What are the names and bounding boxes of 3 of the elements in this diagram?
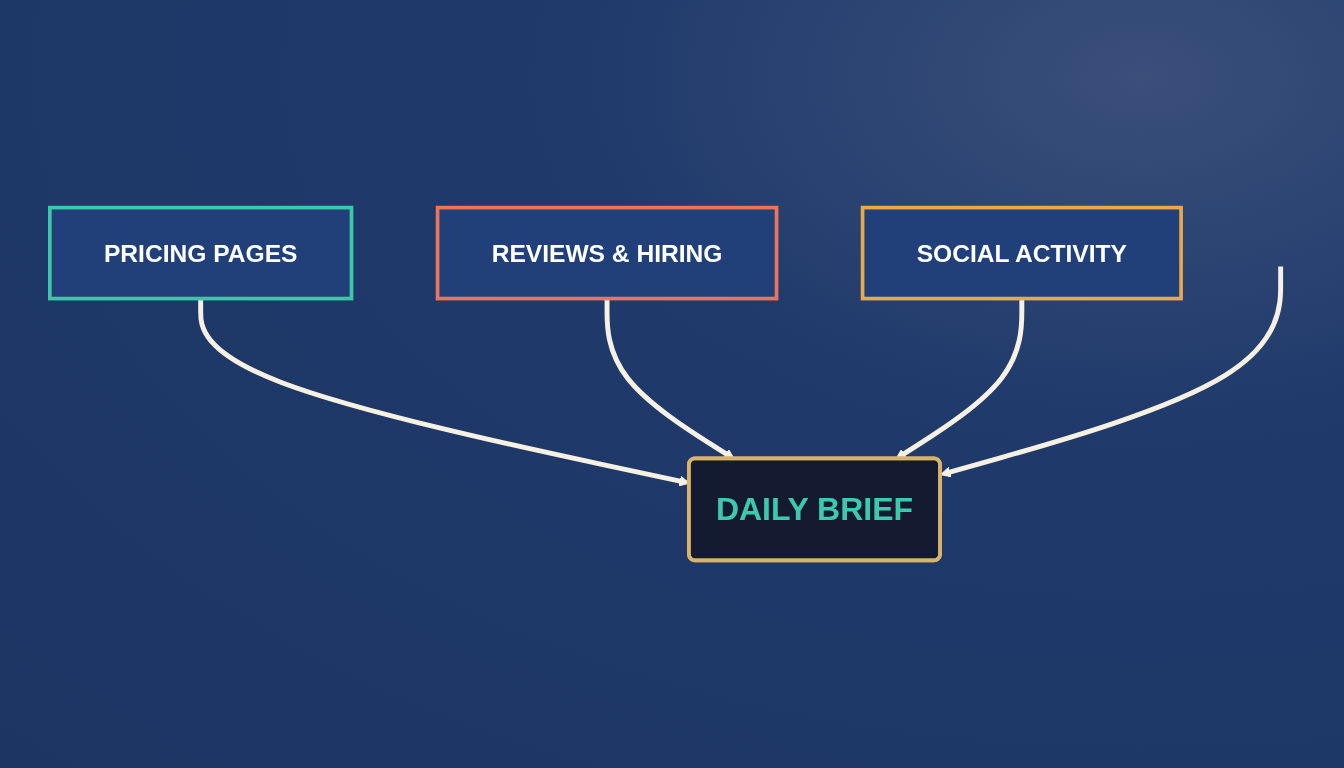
node-box: PRICING PAGES [48, 205, 354, 301]
node-box: REVIEWS & HIRING [435, 205, 779, 301]
node-box: SOCIAL ACTIVITY [860, 205, 1183, 301]
